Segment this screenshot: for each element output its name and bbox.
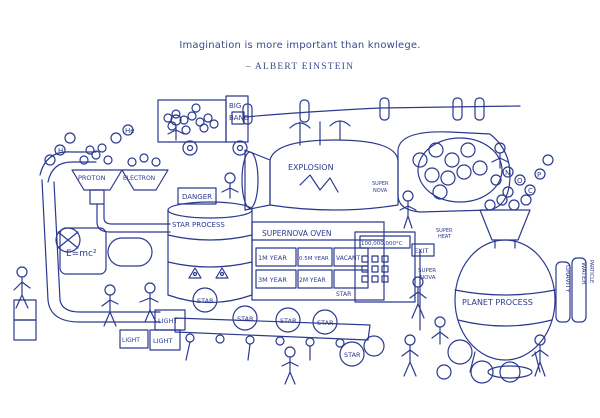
emc-label: E=mc² [66, 249, 97, 259]
star-ball-3 [275, 307, 301, 333]
particle-letter-he: He [125, 127, 135, 135]
slot-2m: 2M YEAR [299, 277, 326, 284]
light-label-3: LIGHT [122, 337, 140, 344]
planet-1 [447, 339, 473, 365]
planet-3 [436, 364, 452, 380]
particle-letter-o: O [517, 177, 523, 185]
slot-05m: 0.5M YEAR [299, 256, 329, 262]
supernova-oven-label: SUPERNOVA OVEN [262, 229, 332, 238]
star-ball-4 [312, 309, 338, 335]
star-label-3: STAR [280, 317, 297, 325]
star-label-6: STAR [336, 291, 351, 298]
overhead-rail [244, 105, 521, 118]
planet-process [454, 186, 556, 373]
light-label-1: LIGHT [158, 317, 177, 325]
super-heat-label-2: HEAT [438, 234, 452, 240]
left-pipe-floor [47, 299, 161, 323]
stick-figures [13, 114, 549, 385]
particle-letter-c: C [528, 187, 533, 195]
star-process-label: STAR PROCESS [172, 221, 225, 229]
left-pipe-down [41, 179, 61, 301]
super-heat-label-1: SUPER [436, 228, 453, 234]
proton-label: PROTON [78, 174, 106, 182]
star-label-2: STAR [237, 315, 254, 323]
exit-label: EXIT [414, 247, 428, 255]
star-label-4: STAR [317, 319, 334, 327]
particle-letter-p: P [537, 171, 541, 179]
explosion-label: EXPLOSION [288, 163, 334, 172]
star-ball-2 [232, 305, 258, 331]
light-crate-3 [119, 329, 149, 349]
supernova-oven [251, 221, 385, 301]
star-ball-1 [192, 287, 218, 313]
particle-letter-n: N [505, 169, 510, 177]
proton-hopper [71, 169, 123, 191]
electron-label: ELECTRON [123, 175, 155, 182]
super-nova-exit-1: SUPER [418, 268, 436, 274]
slot-3m: 3M YEAR [258, 276, 287, 284]
rail-pulley-3 [452, 97, 463, 121]
particle-letter-h: H [58, 147, 63, 155]
light-label-2: LIGHT [153, 337, 172, 345]
star-process-tank [167, 187, 253, 304]
star-label-5: STAR [344, 351, 361, 359]
crate-stack-1 [13, 299, 37, 321]
super-heat-tank [397, 131, 511, 213]
planet-2 [470, 360, 494, 384]
planet-process-label: PLANET PROCESS [462, 298, 533, 307]
counter-label: 100,000,000°C [361, 241, 403, 247]
control-panel [354, 231, 416, 303]
star-ball-5 [339, 341, 365, 367]
big-bang-truck [157, 95, 249, 156]
super-nova-exit-2: NOVA [420, 275, 436, 281]
slot-vacant: VACANT [336, 255, 361, 262]
particle-ball [490, 174, 502, 186]
light-crate-2 [149, 329, 181, 351]
emc-machine [59, 227, 107, 275]
star-label-1: STAR [197, 297, 214, 305]
water-tube [571, 257, 587, 323]
danger-label: DANGER [182, 193, 212, 201]
water-label: WATER [580, 262, 588, 285]
left-pipe-top-2 [47, 161, 97, 183]
big-bang-label-1: BIG [229, 102, 241, 110]
rail-pulley-2 [379, 97, 390, 121]
rail-pulley-4 [474, 97, 485, 121]
big-bang-label-2: BANG [229, 114, 249, 122]
gravity-label: GRAVITY [564, 265, 572, 293]
particle-label: PARTICLE [588, 260, 594, 283]
star-ball-6 [363, 335, 385, 357]
feed-tube [96, 203, 171, 233]
explosion-machine [241, 120, 399, 211]
electron-hopper [121, 169, 169, 191]
rail-pulley-1 [299, 99, 310, 123]
quote-author: – ALBERT EINSTEIN [245, 62, 355, 72]
slot-1m: 1M YEAR [258, 254, 287, 262]
super-nova-sign-2: NOVA [373, 188, 388, 194]
super-nova-sign-1: SUPER [372, 181, 389, 187]
quote-text: Imagination is more important than knowl… [179, 40, 421, 51]
planet-ringed [487, 365, 533, 379]
crate-stack-2 [13, 319, 37, 341]
particle-letters: H N O C He P [58, 127, 541, 195]
gravity-tube [555, 261, 571, 323]
conveyor-belt [174, 317, 371, 361]
